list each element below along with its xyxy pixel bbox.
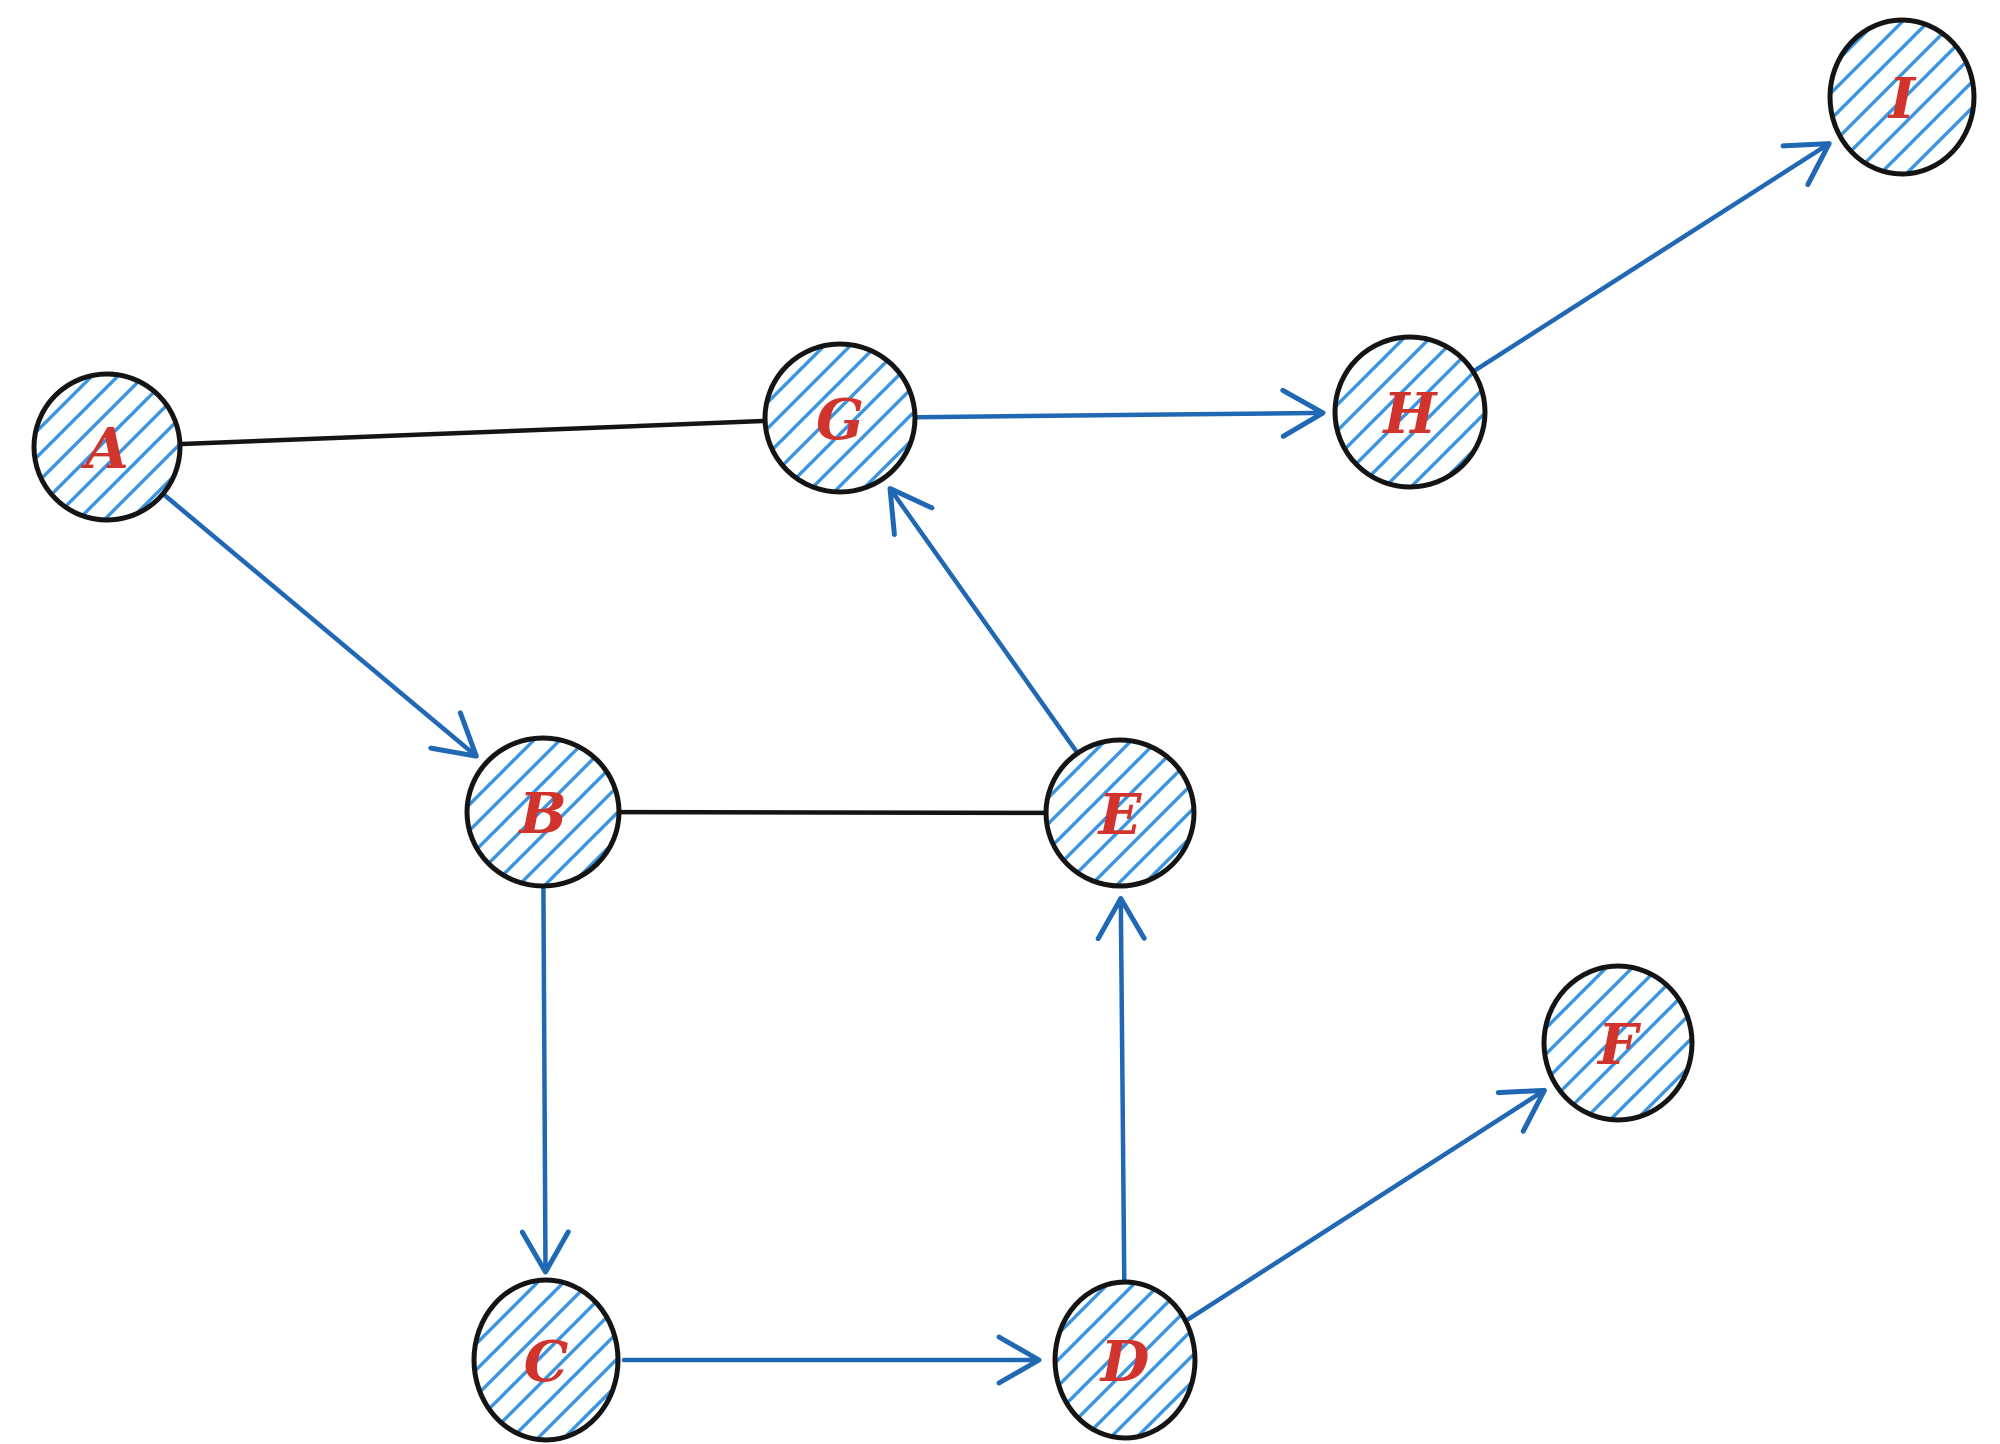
node-circle-e — [1043, 737, 1197, 889]
edge-A-G — [179, 418, 770, 447]
node-label-d: D — [1099, 1329, 1150, 1395]
node-label-h: H — [1382, 381, 1439, 447]
node-label-g: G — [816, 387, 864, 453]
node-g: G — [762, 341, 918, 495]
node-circle-f — [1541, 963, 1695, 1123]
node-label-a: A — [80, 416, 128, 482]
node-i: I — [1827, 17, 1977, 177]
node-e: E — [1043, 737, 1197, 889]
node-label-c: C — [524, 1329, 569, 1395]
edge-B-E — [617, 809, 1051, 816]
node-label-i: I — [1887, 66, 1917, 132]
node-h: H — [1332, 334, 1488, 490]
node-a: A — [31, 371, 183, 523]
edge-D-E-arrow — [1095, 895, 1147, 1287]
edge-E-G-arrow — [887, 486, 1079, 754]
edges-layer — [162, 141, 1832, 1386]
node-b: B — [464, 735, 622, 889]
nodes-layer: A B C D E F G H I — [31, 17, 1977, 1443]
edge-G-H-arrow — [914, 387, 1326, 439]
node-label-e: E — [1097, 782, 1143, 848]
node-circle-a — [31, 371, 183, 523]
node-d: D — [1052, 1279, 1198, 1441]
node-f: F — [1541, 963, 1695, 1123]
node-label-b: B — [517, 781, 566, 847]
node-label-f: F — [1596, 1012, 1642, 1078]
edge-H-I-arrow — [1472, 141, 1832, 373]
node-circle-b — [464, 735, 622, 889]
node-circle-c — [471, 1277, 621, 1443]
edge-D-F-arrow — [1186, 1087, 1547, 1322]
edge-B-C-arrow — [519, 886, 571, 1275]
node-circle-d — [1052, 1279, 1198, 1441]
edge-A-B-arrow — [162, 492, 479, 759]
node-c: C — [471, 1277, 621, 1443]
node-circle-i — [1827, 17, 1977, 177]
node-circle-h — [1332, 334, 1488, 490]
node-circle-g — [762, 341, 918, 495]
